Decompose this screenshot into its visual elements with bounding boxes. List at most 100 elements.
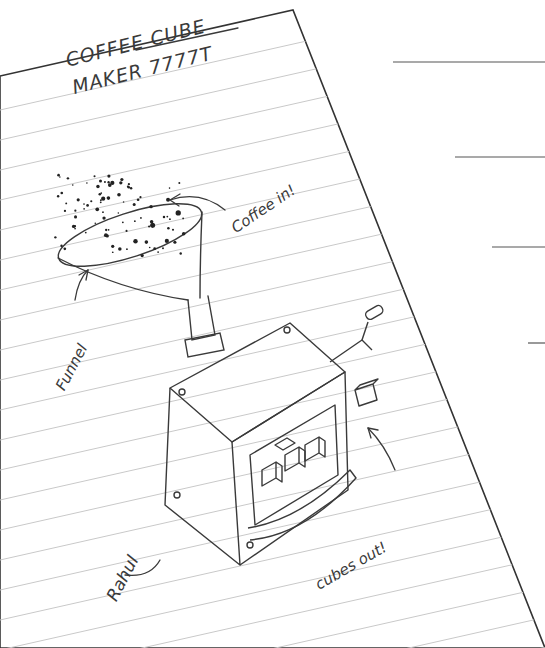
funnel-drawing: [52, 191, 224, 357]
coffee-grain: [141, 254, 144, 257]
coffee-grain: [130, 187, 132, 189]
ruled-line: [0, 134, 545, 260]
coffee-grain: [72, 184, 74, 186]
coffee-grain: [60, 245, 62, 247]
ruled-line: [0, 464, 545, 590]
coffee-grain: [139, 196, 141, 198]
coffee-grain: [107, 174, 110, 177]
coffee-grain: [149, 247, 151, 249]
coffee-grain: [178, 182, 180, 184]
coffee-grain: [140, 217, 142, 219]
coffee-grain: [63, 247, 66, 250]
coffee-grain: [111, 245, 114, 248]
coffee-grain: [157, 251, 159, 253]
coffee-grain: [86, 182, 88, 184]
ruled-line: [0, 434, 545, 560]
coffee-grain: [125, 230, 127, 232]
ruled-line: [0, 404, 545, 530]
coffee-grain: [60, 192, 63, 195]
ruled-line: [0, 164, 545, 290]
coffee-grain: [119, 181, 122, 184]
ruled-line: [0, 554, 545, 648]
coffee-grain: [108, 229, 110, 231]
coffee-grain: [153, 247, 156, 250]
coffee-grain: [54, 236, 56, 238]
coffee-grain: [57, 195, 59, 197]
ruled-line: [0, 584, 545, 648]
coffee-grain: [162, 247, 164, 249]
coffee-grain: [133, 239, 137, 243]
coffee-grain: [117, 193, 121, 197]
coffee-grain: [150, 223, 155, 228]
coffee-grain: [167, 227, 170, 230]
coffee-grain: [134, 220, 136, 222]
coffee-grain: [182, 218, 184, 220]
coffee-grain: [112, 251, 114, 253]
coffee-grain: [93, 175, 95, 177]
coffee-grain: [105, 229, 107, 231]
coffee-grain: [102, 216, 105, 219]
coffee-grain: [163, 216, 165, 218]
coffee-grain: [107, 196, 111, 200]
coffee-grain: [169, 218, 171, 220]
ruled-line: [0, 284, 545, 410]
coffee-grain: [100, 201, 102, 203]
coffee-grain: [95, 207, 99, 211]
coffee-grain: [94, 222, 96, 224]
ruled-line: [0, 494, 545, 620]
coffee-grain: [145, 240, 149, 244]
coffee-grain: [173, 241, 176, 244]
coffee-grain: [59, 176, 61, 178]
ruled-line: [0, 224, 545, 350]
coffee-grain: [165, 239, 169, 243]
coffee-grain: [102, 211, 104, 213]
coffee-grain: [74, 210, 76, 212]
coffee-grain: [99, 193, 102, 196]
coffee-grain: [182, 232, 186, 236]
coffee-grain: [77, 198, 80, 201]
coffee-grain: [101, 197, 105, 201]
leader-arrows: [75, 28, 395, 575]
coffee-grain: [72, 225, 75, 228]
back-sheet-lines: [393, 62, 545, 343]
ruled-line: [0, 0, 545, 110]
coffee-grain: [120, 178, 123, 181]
coffee-grain: [137, 198, 140, 201]
coffee-grain: [86, 204, 89, 207]
coffee-grain: [127, 186, 130, 189]
coffee-grain: [64, 210, 66, 212]
coffee-grain: [128, 183, 130, 185]
coffee-grain: [67, 177, 69, 179]
coffee-grain: [118, 247, 122, 251]
coffee-grain: [179, 252, 181, 254]
coffee-grain: [107, 181, 109, 183]
coffee-grain: [118, 212, 120, 214]
coffee-grain: [65, 202, 67, 204]
coffee-grain: [176, 210, 181, 215]
coffee-grain: [99, 179, 102, 182]
coffee-grain: [83, 203, 85, 205]
ruled-line: [0, 374, 545, 500]
coffee-grain: [85, 232, 87, 234]
coffee-grain: [166, 216, 168, 218]
coffee-grain: [148, 225, 150, 227]
coffee-grain: [90, 200, 92, 202]
coffee-grain: [104, 181, 106, 183]
paper-sheet: [0, 10, 545, 648]
coffee-grains: [54, 174, 185, 257]
coffee-grain: [74, 215, 77, 218]
coffee-grain: [74, 228, 76, 230]
ruled-line: [0, 614, 545, 648]
coffee-grain: [104, 233, 108, 237]
ruled-line: [0, 644, 545, 648]
coffee-grain: [149, 205, 152, 208]
coffee-grain: [122, 221, 124, 223]
coffee-grain: [96, 185, 99, 188]
coffee-grain: [83, 208, 85, 210]
coffee-grain: [133, 203, 136, 206]
coffee-grain: [172, 229, 174, 231]
coffee-grain: [169, 187, 171, 189]
coffee-grain: [57, 174, 60, 177]
